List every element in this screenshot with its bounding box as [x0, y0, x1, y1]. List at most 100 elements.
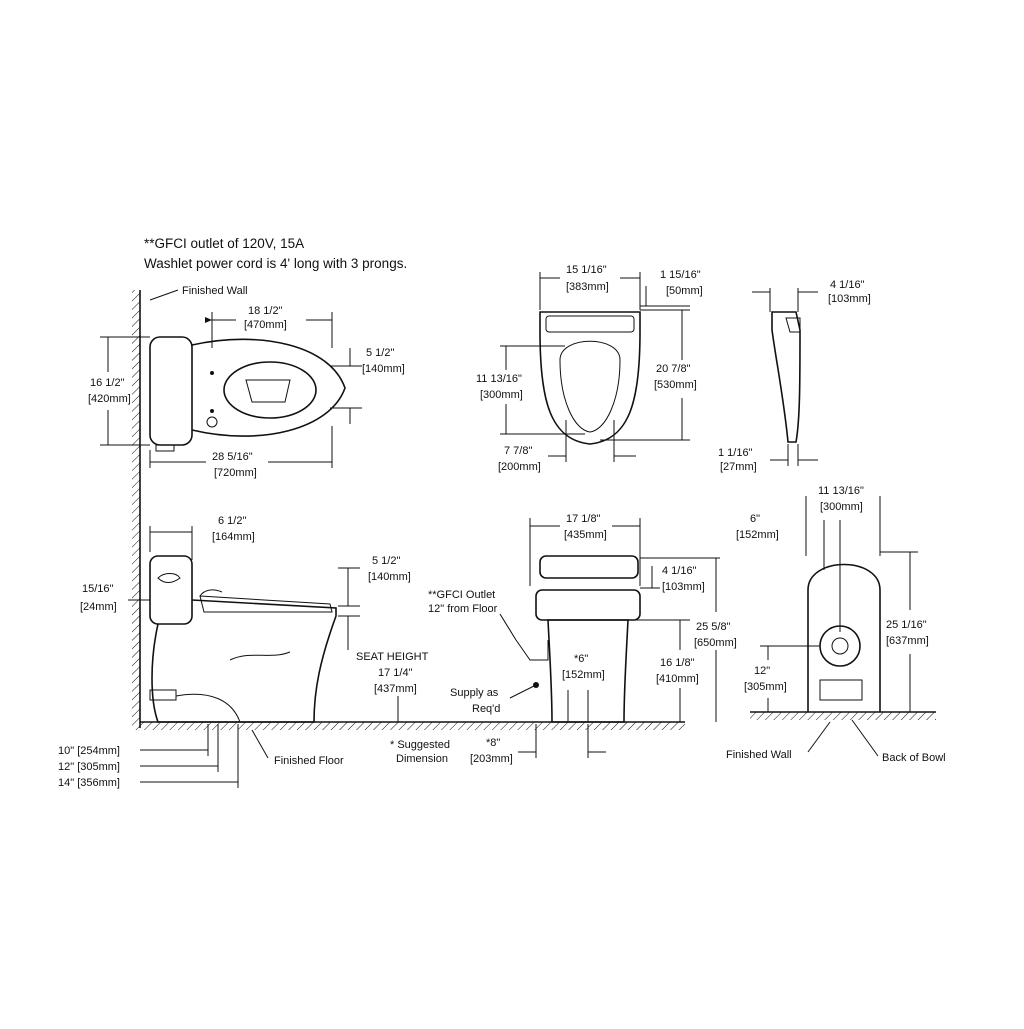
dim-side-thick-in: 1 1/16" [718, 447, 753, 459]
label-back-of-bowl: Back of Bowl [882, 752, 946, 764]
dim-top-offset-mm: [140mm] [362, 363, 405, 375]
dim-rough-10: 10" [254mm] [58, 745, 120, 757]
label-supply-reqd: Req'd [472, 703, 500, 715]
dim-front-base-in: 16 1/8" [660, 657, 695, 669]
dim-top-length-in: 28 5/16" [212, 451, 253, 463]
back-floor-hatch [750, 712, 936, 720]
dim-seat-hinge-in: 1 15/16" [660, 269, 701, 281]
dim-top-width-in: 18 1/2" [248, 305, 283, 317]
seat-top-view: 15 1/16" [383mm] 1 15/16" [50mm] 11 13/1… [476, 264, 703, 473]
dim-front-total-in: 25 5/8" [696, 621, 731, 633]
back-view: 11 13/16" [300mm] 6" [152mm] 25 1/16" [6… [726, 485, 946, 764]
label-gfci-outlet: **GFCI Outlet [428, 589, 495, 601]
bolt-dot [210, 371, 214, 375]
dim-seat-front-mm: [200mm] [498, 461, 541, 473]
seat-side-hinge [785, 317, 801, 333]
dim-seat-length-in: 20 7/8" [656, 363, 691, 375]
dim-front-supply-in: *8" [486, 737, 500, 749]
dim-top-depth-mm: [420mm] [88, 393, 131, 405]
bowl-side-outline [151, 599, 337, 723]
dim-seat-opening-mm: [300mm] [480, 389, 523, 401]
dim-front-total-mm: [650mm] [694, 637, 737, 649]
dim-seat-off-in: 5 1/2" [372, 555, 400, 567]
dim-lid-mm: [24mm] [80, 601, 117, 613]
tank-back-outline [807, 563, 881, 712]
dim-back-outlet-in: 12" [754, 665, 770, 677]
dim-top-offset-in: 5 1/2" [366, 347, 394, 359]
tank-top [149, 336, 193, 446]
dim-side-height-mm: [103mm] [828, 293, 871, 305]
dim-back-height-mm: [637mm] [886, 635, 929, 647]
dim-front-width-in: 17 1/8" [566, 513, 601, 525]
label-supply: Supply as [450, 687, 499, 699]
notes: **GFCI outlet of 120V, 15A Washlet power… [144, 236, 407, 271]
dim-rough-12: 12" [305mm] [58, 761, 120, 773]
bolt-dot [210, 409, 214, 413]
dim-seat-opening-in: 11 13/16" [476, 373, 522, 385]
dim-back-width-mm: [300mm] [820, 501, 863, 513]
note-gfci: **GFCI outlet of 120V, 15A [144, 236, 304, 251]
supply-valve-side [149, 689, 177, 701]
dim-tank-mm: [164mm] [212, 531, 255, 543]
dim-seat-hinge-mm: [50mm] [666, 285, 703, 297]
bowl-opening [223, 361, 317, 419]
dim-top-width-mm: [470mm] [244, 319, 287, 331]
dim-back-height-in: 25 1/16" [886, 619, 927, 631]
tank-front [539, 555, 639, 579]
rear-bracket [819, 679, 863, 701]
label-seat-height: SEAT HEIGHT [356, 651, 429, 663]
dim-back-outlet-mm: [305mm] [744, 681, 787, 693]
bowl-trap [245, 379, 291, 403]
dim-front-center-in: *6" [574, 653, 588, 665]
dim-top-depth-in: 16 1/2" [90, 377, 125, 389]
label-finished-floor: Finished Floor [274, 755, 344, 767]
seat-outline [539, 311, 641, 445]
control-knob [206, 416, 218, 428]
dim-seat-off-mm: [140mm] [368, 571, 411, 583]
dim-seat-width-mm: [383mm] [566, 281, 609, 293]
label-finished-wall-top: Finished Wall [182, 285, 248, 297]
dim-side-thick-mm: [27mm] [720, 461, 757, 473]
dim-seat-height-in: 17 1/4" [378, 667, 413, 679]
dim-back-offset-in: 6" [750, 513, 760, 525]
bowl-outline-top [191, 338, 346, 437]
dim-lid-in: 15/16" [82, 583, 114, 595]
front-elevation: **GFCI Outlet 12" from Floor 17 1/8" [43… [390, 513, 737, 765]
label-finished-wall-back: Finished Wall [726, 749, 792, 761]
dim-front-supply-mm: [203mm] [470, 753, 513, 765]
side-elevation: 6 1/2" [164mm] 15/16" [24mm] 5 1/2" [140… [58, 515, 685, 789]
seat-side-outline [771, 311, 801, 443]
bowl-front [547, 619, 629, 723]
flush-lever [157, 573, 181, 583]
dim-seat-front-in: 7 7/8" [504, 445, 532, 457]
dim-back-width-in: 11 13/16" [818, 485, 864, 497]
dim-back-offset-mm: [152mm] [736, 529, 779, 541]
dim-rough-14: 14" [356mm] [58, 777, 120, 789]
dim-side-height-in: 4 1/16" [830, 279, 865, 291]
dim-front-seat-in: 4 1/16" [662, 565, 697, 577]
finished-wall-hatch [132, 290, 140, 730]
trapway-contour [229, 651, 291, 661]
label-suggested: * Suggested [390, 739, 450, 751]
dim-seat-height-mm: [437mm] [374, 683, 417, 695]
dim-seat-length-mm: [530mm] [654, 379, 697, 391]
washlet-seat-side [199, 595, 333, 613]
dim-front-base-mm: [410mm] [656, 673, 699, 685]
label-dimension: Dimension [396, 753, 448, 765]
power-cord [515, 639, 549, 661]
supply-valve-top [155, 444, 175, 452]
tank-side [149, 555, 193, 625]
dim-front-center-mm: [152mm] [562, 669, 605, 681]
dim-front-width-mm: [435mm] [564, 529, 607, 541]
leader-finished-wall [149, 289, 179, 301]
dim-seat-width-in: 15 1/16" [566, 264, 607, 276]
dim-tank-in: 6 1/2" [218, 515, 246, 527]
supply-line-side [175, 693, 241, 723]
note-cord: Washlet power cord is 4' long with 3 pro… [144, 256, 407, 271]
washlet-front [535, 589, 641, 621]
label-gfci-height: 12" from Floor [428, 603, 498, 615]
floor-hatch [140, 722, 685, 730]
washlet-hinge [199, 589, 223, 597]
